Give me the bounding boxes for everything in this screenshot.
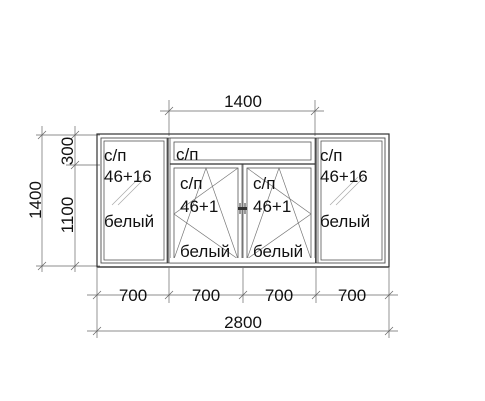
right-pane-label-2: 46+16 xyxy=(320,167,368,186)
center-right-label-2: 46+1 xyxy=(253,197,291,216)
transom-label-1: с/п xyxy=(176,145,198,164)
total-height-label: 1400 xyxy=(26,181,45,219)
section-1-label: 700 xyxy=(119,286,147,305)
handle-icon xyxy=(238,203,247,214)
right-pane-label-3: белый xyxy=(320,212,370,231)
left-pane-label-2: 46+16 xyxy=(104,167,152,186)
left-pane xyxy=(100,137,168,264)
transom-height-label: 300 xyxy=(58,137,77,165)
center-left-label-2: 46+1 xyxy=(180,197,218,216)
total-width-label: 2800 xyxy=(224,313,262,332)
center-right-label-3: белый xyxy=(253,242,303,261)
bottom-section-dimensions xyxy=(87,268,398,303)
section-2-label: 700 xyxy=(192,286,220,305)
lower-height-label: 1100 xyxy=(58,197,77,234)
center-right-label-1: с/п xyxy=(253,174,275,193)
left-pane-label-3: белый xyxy=(104,212,154,231)
section-4-label: 700 xyxy=(338,286,366,305)
left-dimensions xyxy=(36,126,100,272)
bottom-total-dimension xyxy=(87,303,398,338)
top-dimension: 1400 xyxy=(160,92,324,136)
left-pane-label-1: с/п xyxy=(104,146,126,165)
right-pane-label-1: с/п xyxy=(320,146,342,165)
section-3-label: 700 xyxy=(265,286,293,305)
center-left-label-1: с/п xyxy=(180,174,202,193)
right-pane xyxy=(317,137,386,264)
window-frame xyxy=(96,133,390,268)
top-width-label: 1400 xyxy=(224,92,262,111)
center-left-label-3: белый xyxy=(180,242,230,261)
